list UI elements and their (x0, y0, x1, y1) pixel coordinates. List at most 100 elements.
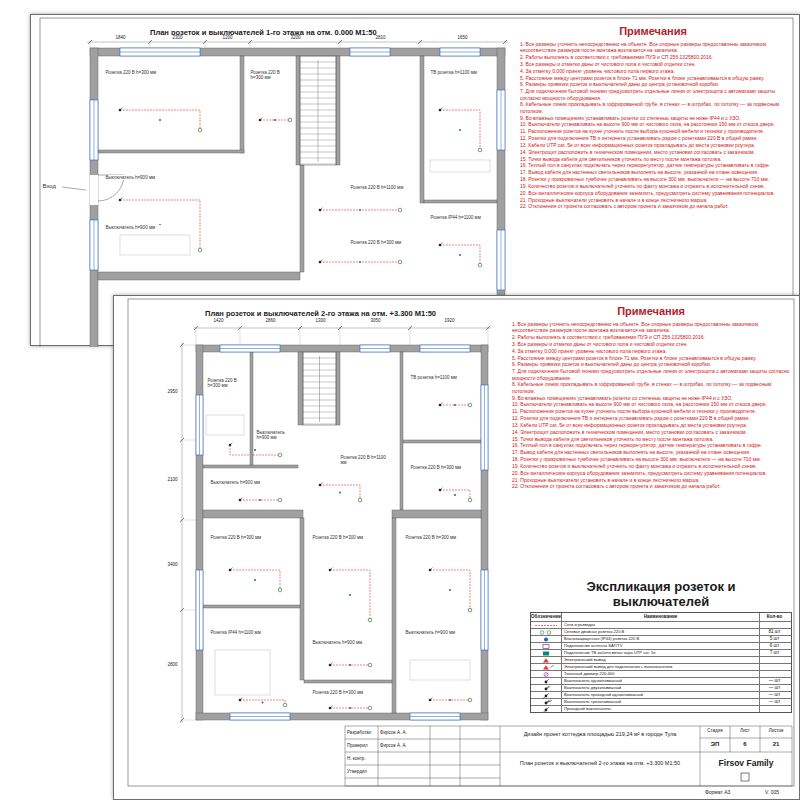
title-block-text: Н. контр. (347, 756, 366, 761)
table-cell: Выключатель проходной одноклавишный (561, 692, 759, 698)
table-cell: Выключатель одноклавишный (561, 678, 759, 684)
window (420, 345, 470, 352)
title-block-text: Утвердил (347, 769, 367, 774)
wall (424, 200, 497, 203)
extension-line (196, 326, 197, 345)
note-text: 10. Выключатели устанавливать на высоте … (520, 121, 786, 127)
quantity-cell: — шт (760, 678, 789, 685)
dimmer-symbol (545, 673, 548, 676)
wall (336, 56, 340, 165)
table-cell (531, 671, 561, 677)
window-glass (350, 52, 390, 53)
wall (240, 56, 244, 153)
callout-label: Розетка 220 В h=1100 мм (350, 185, 411, 190)
socket-symbol (468, 608, 472, 612)
window (90, 100, 98, 160)
window-glass (199, 570, 200, 650)
table-cell: Проходной выключатель (561, 706, 759, 712)
entrance-door (90, 175, 98, 205)
note-text: 3. Все размеры и отметки даны от чистово… (520, 61, 786, 67)
title-block-line (345, 726, 792, 727)
switch-symbol (543, 710, 546, 713)
extension-line (180, 720, 196, 721)
legend-text: Выключатель одноклавишный (562, 678, 759, 685)
callout-label: Розетка 220 В h=300 мм (312, 535, 373, 540)
legend-symbol (531, 636, 561, 643)
note-text: 11. Расположение розеток на кухне уточни… (520, 128, 786, 134)
window (196, 570, 203, 650)
title-block-text: Проверил (347, 743, 368, 748)
socket-symbol (278, 453, 282, 457)
notes-panel: Примечания1. Все размеры уточнить непоср… (520, 24, 786, 210)
note-text: 6. Размеры привязки розеток и выключател… (520, 81, 786, 87)
wall (298, 352, 303, 425)
light-point (459, 254, 461, 256)
table-cell (759, 622, 789, 628)
note-text: 2. Работы выполнять в соответствии с тре… (512, 334, 790, 340)
note-text: 19. Количество розеток и выключателей ут… (512, 463, 790, 469)
table-cell: Обозначение (531, 613, 561, 621)
light-point (254, 579, 256, 581)
stair (300, 56, 336, 165)
light-point (359, 209, 361, 211)
dimension-value: 2950 (153, 389, 178, 394)
electric-wire (240, 500, 280, 501)
table-cell: Кол-во (759, 613, 789, 621)
title-block-text: Фирсов А. А. (380, 730, 407, 735)
callout-label: Розетка IP44 h=1100 мм (210, 630, 271, 635)
table-cell: 81 шт (759, 629, 789, 635)
note-text: 22. Отклонения от проекта согласовать с … (520, 203, 786, 209)
switch-symbol (240, 698, 243, 701)
note-text: 17. Вывод кабеля для настенных светильни… (512, 449, 790, 455)
electric-wire (230, 445, 280, 455)
note-text: 1. Все размеры уточнить непосредственно … (512, 321, 790, 334)
note-text: 20. Все металлические корпуса оборудован… (520, 190, 786, 196)
table-cell: 5 шт (759, 636, 789, 642)
extension-line (180, 345, 196, 346)
window (497, 90, 505, 150)
explication-table: Экспликация розеток и выключателейОбозна… (530, 579, 792, 713)
light-point (359, 261, 361, 263)
dimension-value: 2300 (162, 35, 193, 40)
callout-label: Розетка 220 В h=300 мм (250, 70, 291, 81)
window (481, 385, 488, 470)
table-cell: Подключение антенны SAT/TV (561, 643, 759, 649)
table-cell: Выключатель трехклавишный (561, 699, 759, 705)
socket-symbol (278, 588, 282, 592)
quantity-cell: 7 шт (760, 650, 789, 657)
wall (300, 165, 304, 272)
electric-wire (240, 700, 285, 705)
socket-symbol (398, 208, 402, 212)
light-point (349, 664, 351, 666)
callout-label: Розетка 220 В h=300 мм (207, 378, 248, 389)
table-cell (759, 657, 789, 663)
electric-wire (430, 700, 470, 701)
window-glass (484, 570, 485, 650)
socket-symbol (478, 148, 482, 152)
title-block-line (378, 726, 379, 786)
wall (300, 518, 304, 680)
title-block-text: Фирсов А. А. (380, 743, 407, 748)
extension-line (488, 326, 489, 345)
quantity-cell: 5 шт (760, 636, 789, 643)
leader-line (62, 187, 86, 190)
light-point (349, 707, 351, 709)
table-cell: 6 шт (759, 643, 789, 649)
switch-symbol (330, 568, 333, 571)
furniture (215, 650, 270, 695)
switch-symbol (120, 198, 123, 201)
legend-symbol (531, 678, 561, 685)
dimmer-symbol (544, 673, 548, 677)
window (440, 48, 480, 56)
drawing-sheet: План розеток и выключателей 2-го этажа н… (113, 295, 800, 800)
socket-symbol (547, 631, 551, 635)
switch-symbol (120, 108, 123, 111)
table-cell (759, 706, 789, 712)
title-block-line (500, 726, 501, 786)
legend-text: Влагозащищенная (IP44) розетка 220 В (562, 636, 759, 643)
light-point (449, 589, 451, 591)
title-block-text: ЭП (700, 741, 730, 748)
socket-symbol (288, 118, 292, 122)
socket-symbol (283, 703, 287, 707)
extension-line (410, 326, 411, 345)
